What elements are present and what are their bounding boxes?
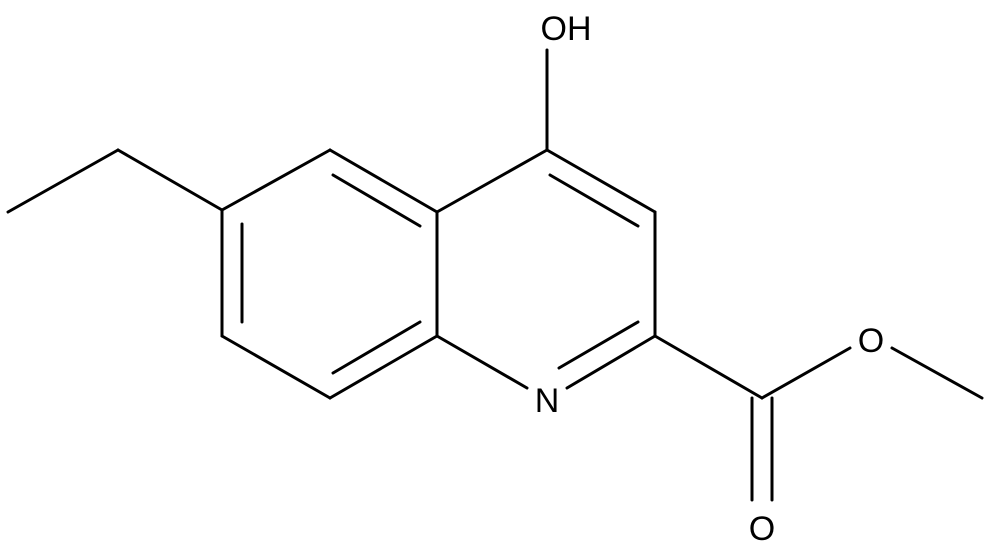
ring-nitrogen-label: N [535, 382, 560, 420]
bond-c2-n-inner [557, 320, 640, 370]
bond-c5-c4a [328, 148, 439, 214]
bond-ethyl-ch2 [116, 148, 224, 212]
bond-lines [6, 48, 984, 502]
bond-c4a-c4 [435, 148, 549, 214]
carbonyl-oxygen-label: O [749, 510, 775, 548]
bond-c8a-c8-inner [331, 320, 422, 375]
ester-oxygen-label: O [858, 322, 884, 360]
bond-c2-ccarbonyl [653, 334, 764, 400]
bond-c4-c3-inner [548, 173, 640, 228]
bond-c4-c3 [545, 148, 657, 214]
bond-ccarbonyl-o-ester [760, 346, 852, 400]
bond-n-c8a [435, 334, 529, 390]
bond-c2-n [565, 334, 657, 390]
bond-ethyl-ch3 [6, 148, 120, 214]
bond-c5-c4a-inner [331, 173, 422, 228]
bond-c6-c5 [220, 148, 332, 212]
atom-labels: OH N O O [535, 10, 885, 548]
bond-o-ester-ch3 [890, 346, 984, 400]
bond-c8a-c8 [328, 334, 439, 400]
bond-c8-c7 [220, 334, 332, 400]
hydroxyl-label: OH [541, 10, 592, 48]
